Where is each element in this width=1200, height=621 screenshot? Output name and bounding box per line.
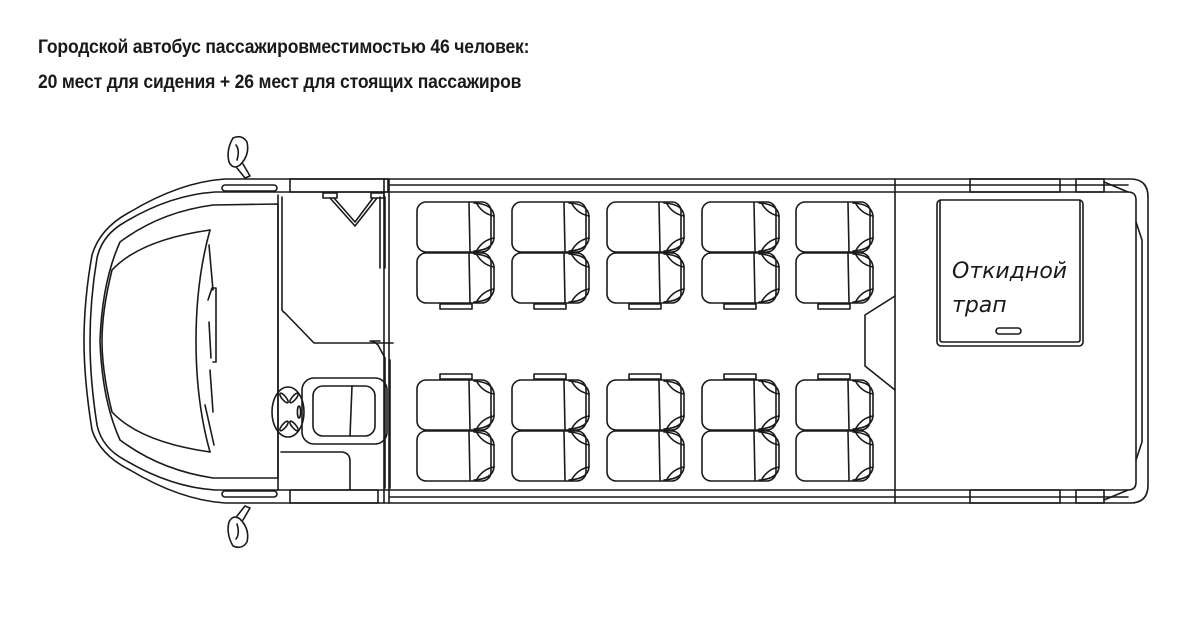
driver-seat — [280, 340, 391, 491]
mirror-top — [227, 135, 251, 179]
seats-bottom-row — [417, 373, 873, 481]
mirror-bottom — [227, 505, 251, 549]
ramp-label-line1: Откидной — [952, 259, 1067, 284]
rear-door-outline — [864, 295, 896, 391]
front-door-area — [221, 178, 394, 504]
seats-top-row — [417, 202, 873, 310]
bus-body-outline — [83, 178, 1149, 504]
windshield — [99, 203, 279, 479]
diagram-title-line1: Городской автобус пассажировместимостью … — [38, 36, 530, 58]
steering-wheel-icon — [271, 386, 305, 438]
ramp-label-line2: трап — [952, 293, 1007, 318]
diagram-title-line2: 20 мест для сидения + 26 мест для стоящи… — [38, 71, 522, 93]
side-windows — [388, 178, 1143, 504]
folding-ramp — [936, 199, 1084, 347]
